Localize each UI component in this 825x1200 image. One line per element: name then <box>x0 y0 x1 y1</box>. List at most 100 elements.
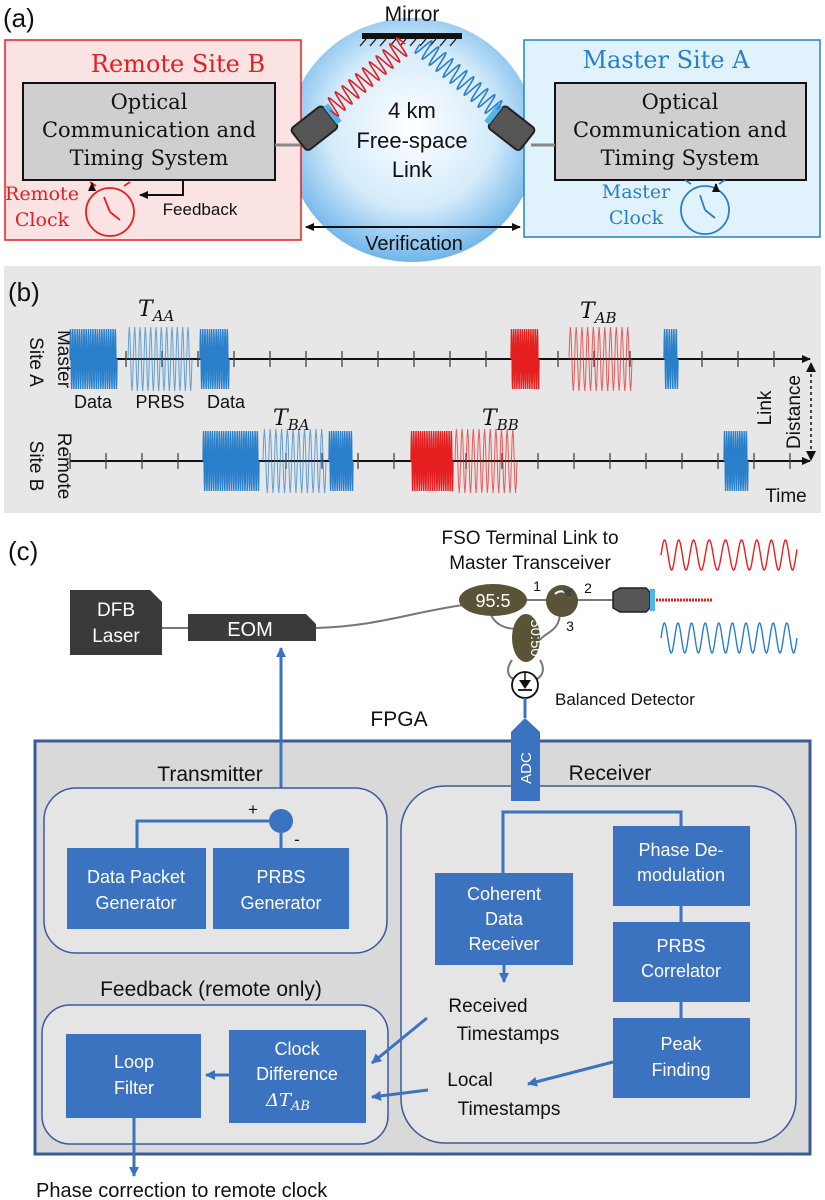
balanced-detector-icon <box>511 671 539 699</box>
master-system-line1: Optical <box>642 90 719 114</box>
remote-data-burst <box>328 430 354 492</box>
plus-label: + <box>248 800 258 819</box>
local-timestamps-label2: Timestamps <box>458 1099 561 1120</box>
prbs-label: PRBS <box>135 392 184 412</box>
received-to-cd-arrow <box>371 1016 428 1065</box>
master-data-burst <box>199 328 230 390</box>
minus-label: - <box>294 830 300 849</box>
dpg-to-summer-line <box>135 819 269 848</box>
master-system-line3: Timing System <box>601 146 760 170</box>
link-label1: 4 km <box>388 98 436 123</box>
pc-label2: Correlator <box>641 961 721 981</box>
mirror <box>359 33 462 47</box>
cd-label3: ΔTAB <box>265 1090 310 1114</box>
cd-sub: AB <box>290 1099 310 1114</box>
panel-a: (a) Mirror Remote Site B Optical Communi… <box>3 3 821 262</box>
remote-system-line2: Communication and <box>42 118 256 142</box>
summer-node <box>269 809 293 833</box>
cd-label1: Clock <box>274 1039 320 1059</box>
remote-data-burst <box>202 430 260 492</box>
splitter-label: 50:50 <box>527 619 544 657</box>
master-received-prbs-burst <box>568 326 633 392</box>
link-distance-label1: Link <box>755 390 776 425</box>
pf-label1: Peak <box>660 1034 702 1054</box>
cdr-label1: Coherent <box>467 884 541 904</box>
feedback-title: Feedback (remote only) <box>100 978 322 1001</box>
t-ba-sub: BA <box>287 416 310 434</box>
pf-label2: Finding <box>651 1060 710 1080</box>
prbsg-label2: Generator <box>240 893 321 913</box>
t-ab-main: T <box>580 299 597 324</box>
peak-finding-box <box>613 1018 750 1098</box>
master-prbs-burst <box>127 326 193 392</box>
master-row-label2: Site A <box>25 337 46 387</box>
verification-label: Verification <box>365 233 463 255</box>
remote-site-title: Remote Site B <box>91 50 265 78</box>
received-timestamps-label2: Timestamps <box>457 1024 560 1045</box>
port1-label: 1 <box>533 578 541 594</box>
received-red-wave <box>660 539 798 571</box>
t-aa-label: TAA <box>138 297 175 325</box>
fso-telescope-icon <box>612 587 655 613</box>
prbs-correlator-box <box>613 922 750 1002</box>
port2-label: 2 <box>584 580 592 596</box>
data-left-label: Data <box>74 392 113 412</box>
cd-main: ΔT <box>265 1090 293 1111</box>
receiver-label: Receiver <box>569 762 652 785</box>
fpga-label: FPGA <box>370 708 427 731</box>
adc-to-receivers-line <box>501 810 683 873</box>
master-system-line2: Communication and <box>573 118 787 142</box>
dfb-label2: Laser <box>92 626 140 647</box>
panel-b: (b) Master Site A Remote Site B Data PRB… <box>4 266 821 513</box>
local-to-cd-arrow <box>371 1088 429 1101</box>
t-ab-label: TAB <box>580 299 617 327</box>
remote-clock-label2: Clock <box>15 209 70 231</box>
dpg-label2: Generator <box>95 893 176 913</box>
clock-difference-box <box>229 1030 366 1123</box>
t-ba-label: TBA <box>273 406 310 434</box>
t-bb-label: TBB <box>482 406 519 434</box>
link-distance-arrowhead-top <box>806 362 816 372</box>
loop-filter-box <box>66 1034 201 1118</box>
remote-system-line3: Timing System <box>70 146 229 170</box>
master-clock-label2: Clock <box>609 207 664 229</box>
fso-label2: Master Transceiver <box>449 553 611 574</box>
pd-label1: Phase De- <box>638 840 723 860</box>
link-distance-label2: Distance <box>784 375 805 449</box>
lf-label1: Loop <box>114 1052 154 1072</box>
eom-to-coupler-fiber <box>315 603 471 629</box>
balanced-detector-label: Balanced Detector <box>555 690 695 709</box>
master-received-burst <box>510 328 540 390</box>
time-label: Time <box>765 486 807 507</box>
port3-label: 3 <box>566 618 574 634</box>
link-distance-arrowhead-bottom <box>806 451 816 461</box>
coupler-95-5 <box>459 584 527 616</box>
prbsg-label1: PRBS <box>256 867 305 887</box>
phase-correction-label: Phase correction to remote clock <box>36 1180 328 1200</box>
cd-label2: Difference <box>256 1064 338 1084</box>
t-bb-sub: BB <box>496 416 519 434</box>
master-clock-icon <box>680 179 730 235</box>
red-beam <box>327 37 408 117</box>
dpg-label1: Data Packet <box>87 867 185 887</box>
circulator-icon <box>546 585 578 617</box>
remote-data-burst <box>723 430 749 492</box>
pf-to-local-arrow <box>527 1060 614 1087</box>
data-packet-generator-box <box>67 848 206 929</box>
local-blue-wave <box>660 622 798 654</box>
master-data-burst <box>69 328 118 390</box>
t-bb-main: T <box>482 406 499 431</box>
panel-c: (c) FSO Terminal Link to Master Transcei… <box>8 528 812 1200</box>
eom-box <box>188 614 316 641</box>
local-timestamps-label1: Local <box>447 1070 492 1091</box>
coupler-label: 95:5 <box>475 591 510 611</box>
circulator-arrow <box>554 587 573 599</box>
remote-system-box <box>22 82 276 181</box>
master-clock-label1: Master <box>602 181 671 203</box>
master-system-box <box>554 82 807 181</box>
mirror-label: Mirror <box>385 3 440 26</box>
t-ba-main: T <box>273 406 290 431</box>
pd-label2: modulation <box>637 865 725 885</box>
data-right-label: Data <box>207 392 246 412</box>
dfb-laser-box <box>70 590 162 655</box>
